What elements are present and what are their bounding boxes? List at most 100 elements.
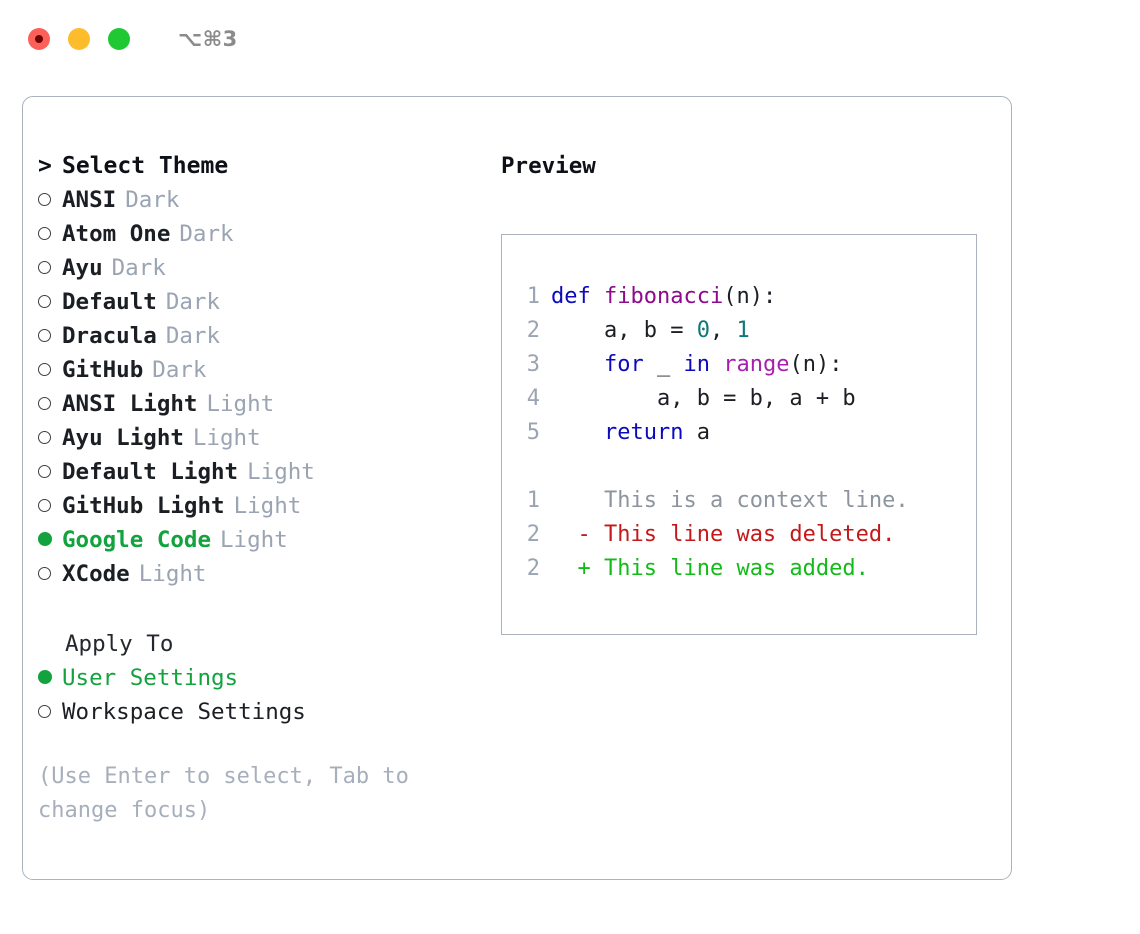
theme-kind-label: Dark bbox=[179, 221, 234, 247]
diff-sign: - bbox=[551, 522, 591, 547]
code-line: 4 a, b = b, a + b bbox=[520, 382, 976, 416]
code-token bbox=[591, 284, 604, 309]
code-token bbox=[551, 352, 604, 377]
code-token: 1 bbox=[736, 318, 750, 343]
diff-line: 2 + This line was added. bbox=[520, 552, 976, 586]
radio-unselected-icon[interactable] bbox=[38, 319, 62, 353]
line-number: 4 bbox=[526, 386, 540, 411]
theme-option-google-code[interactable]: Google Code Light bbox=[38, 523, 468, 557]
diff-text: This is a context line. bbox=[590, 488, 909, 513]
theme-name-label: XCode bbox=[62, 561, 130, 587]
theme-name-label: Dracula bbox=[62, 323, 157, 349]
preview-title: Preview bbox=[501, 153, 596, 179]
line-number: 1 bbox=[526, 284, 540, 309]
code-token: a, b = bbox=[551, 318, 697, 343]
apply-to-label: User Settings bbox=[62, 665, 239, 691]
theme-name-label: Atom One bbox=[62, 221, 171, 247]
radio-unselected-icon[interactable] bbox=[38, 387, 62, 421]
line-number: 5 bbox=[526, 420, 540, 445]
diff-line: 2 - This line was deleted. bbox=[520, 518, 976, 552]
line-number: 1 bbox=[526, 488, 540, 513]
radio-selected-icon[interactable] bbox=[38, 523, 62, 557]
theme-name-label: GitHub Light bbox=[62, 493, 225, 519]
radio-unselected-icon[interactable] bbox=[38, 557, 62, 591]
radio-unselected-icon[interactable] bbox=[38, 285, 62, 319]
code-token: n bbox=[802, 352, 816, 377]
code-line: 1 def fibonacci(n): bbox=[520, 280, 976, 314]
code-line: 2 a, b = 0, 1 bbox=[520, 314, 976, 348]
theme-option-default-light[interactable]: Default Light Light bbox=[38, 455, 468, 489]
radio-unselected-icon[interactable] bbox=[38, 695, 62, 729]
radio-unselected-icon[interactable] bbox=[38, 489, 62, 523]
diff-text: This line was deleted. bbox=[590, 522, 896, 547]
apply-to-option-user-settings[interactable]: User Settings bbox=[38, 661, 468, 695]
theme-name-label: Ayu Light bbox=[62, 425, 184, 451]
code-token: , bbox=[709, 318, 737, 343]
theme-option-github-light[interactable]: GitHub Light Light bbox=[38, 489, 468, 523]
theme-name-label: GitHub bbox=[62, 357, 144, 383]
radio-unselected-icon[interactable] bbox=[38, 353, 62, 387]
theme-option-ayu-light[interactable]: Ayu Light Light bbox=[38, 421, 468, 455]
code-token: return bbox=[603, 420, 684, 445]
theme-kind-label: Light bbox=[247, 459, 315, 485]
theme-name-label: ANSI Light bbox=[62, 391, 198, 417]
line-number: 2 bbox=[526, 522, 540, 547]
theme-kind-label: Dark bbox=[125, 187, 180, 213]
theme-kind-label: Dark bbox=[165, 289, 221, 315]
line-number: 2 bbox=[526, 556, 540, 581]
theme-kind-label: Light bbox=[206, 391, 275, 417]
diff-sign bbox=[551, 488, 591, 513]
theme-option-github[interactable]: GitHub Dark bbox=[38, 353, 468, 387]
diff-sample: 1 This is a context line.2 - This line w… bbox=[520, 484, 976, 586]
radio-unselected-icon[interactable] bbox=[38, 183, 62, 217]
keyboard-shortcut-label: ⌥⌘3 bbox=[178, 27, 238, 51]
apply-to-label: Workspace Settings bbox=[62, 699, 306, 725]
maximize-button[interactable] bbox=[108, 28, 130, 50]
radio-unselected-icon[interactable] bbox=[38, 455, 62, 489]
theme-name-label: ANSI bbox=[62, 187, 117, 213]
theme-name-label: Google Code bbox=[62, 527, 212, 553]
theme-option-atom-one[interactable]: Atom One Dark bbox=[38, 217, 468, 251]
theme-name-label: Ayu bbox=[62, 255, 103, 281]
diff-line: 1 This is a context line. bbox=[520, 484, 976, 518]
radio-unselected-icon[interactable] bbox=[38, 251, 62, 285]
radio-unselected-icon[interactable] bbox=[38, 421, 62, 455]
code-token: ( bbox=[789, 352, 803, 377]
code-spacer bbox=[520, 450, 976, 484]
minimize-button[interactable] bbox=[68, 28, 90, 50]
keyboard-hint-text: (Use Enter to select, Tab to change focu… bbox=[38, 764, 409, 823]
code-token: a, b = b, a + b bbox=[551, 386, 856, 411]
close-button[interactable] bbox=[28, 28, 50, 50]
radio-selected-icon[interactable] bbox=[38, 661, 62, 695]
theme-kind-label: Light bbox=[192, 425, 261, 451]
prompt-caret-icon: > bbox=[38, 153, 52, 179]
theme-kind-label: Light bbox=[220, 527, 288, 553]
code-token: ): bbox=[749, 284, 777, 309]
theme-option-ansi[interactable]: ANSI Dark bbox=[38, 183, 468, 217]
theme-kind-label: Dark bbox=[152, 357, 207, 383]
code-token: n bbox=[736, 284, 750, 309]
theme-kind-label: Dark bbox=[111, 255, 166, 281]
theme-kind-label: Light bbox=[233, 493, 302, 519]
radio-unselected-icon[interactable] bbox=[38, 217, 62, 251]
diff-sign: + bbox=[551, 556, 591, 581]
code-token: ( bbox=[723, 284, 737, 309]
code-token: 0 bbox=[696, 318, 710, 343]
code-token: def bbox=[551, 284, 591, 309]
theme-option-ansi-light[interactable]: ANSI Light Light bbox=[38, 387, 468, 421]
theme-name-label: Default Light bbox=[62, 459, 239, 485]
code-token: fibonacci bbox=[604, 284, 724, 309]
apply-to-option-workspace-settings[interactable]: Workspace Settings bbox=[38, 695, 468, 729]
title-bar: ⌥⌘3 bbox=[0, 0, 1140, 78]
code-token: range bbox=[723, 352, 790, 377]
theme-option-ayu[interactable]: Ayu Dark bbox=[38, 251, 468, 285]
